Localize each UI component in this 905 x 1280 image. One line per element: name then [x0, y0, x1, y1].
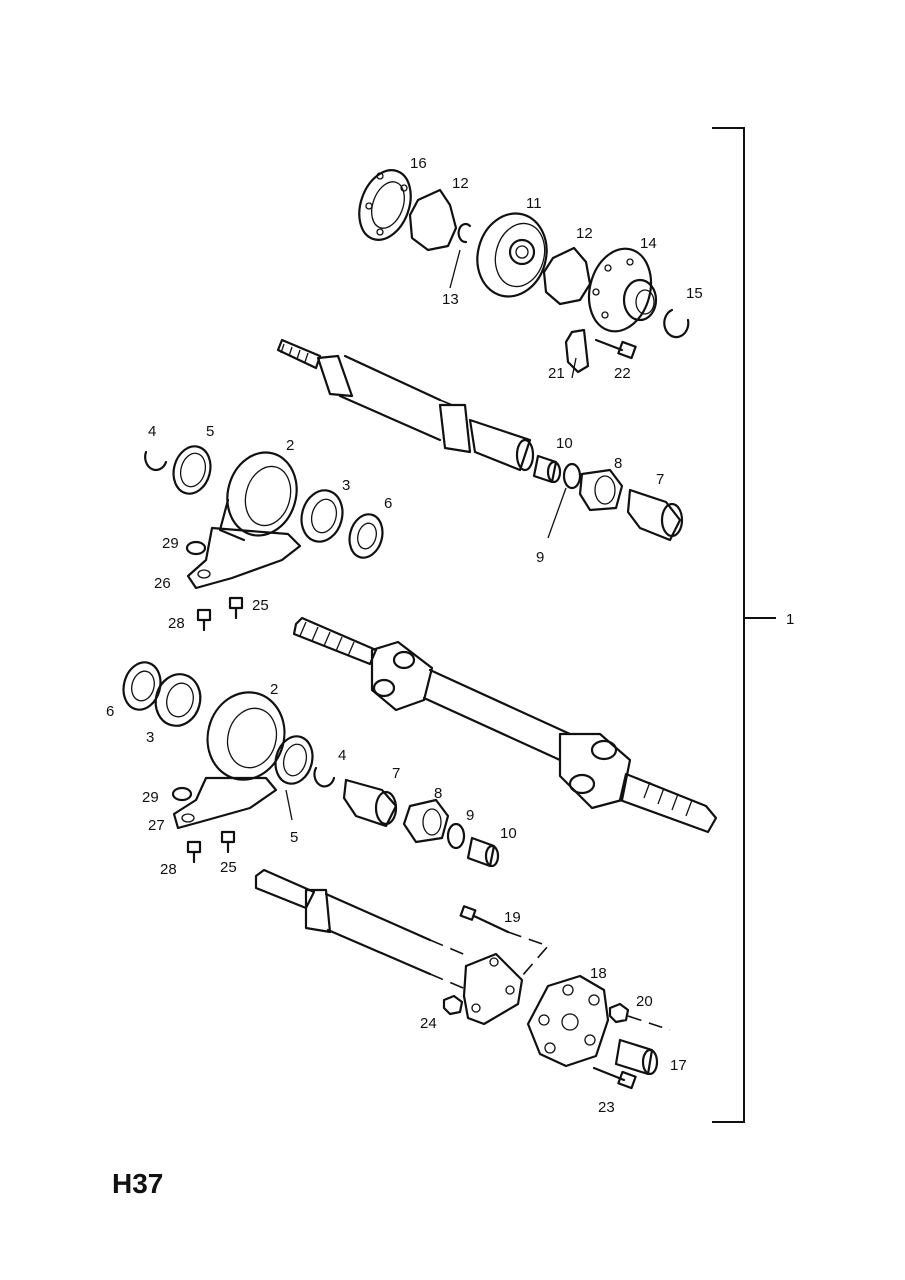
part-2-bearing-support-lower — [206, 691, 286, 781]
main-propeller-shaft — [292, 616, 718, 834]
callout-3: 3 — [342, 477, 350, 494]
callout-6: 6 — [106, 703, 114, 720]
part-28-bolt-lower — [186, 840, 202, 864]
callout-13: 13 — [442, 291, 459, 308]
part-5-dust-cover-lower — [274, 735, 314, 785]
part-19-bolt — [459, 905, 550, 977]
lower-shaft — [254, 868, 469, 991]
part-26-bracket-upper — [186, 526, 302, 590]
part-12-gasket-lower — [542, 246, 592, 306]
part-21-lock-plate — [564, 328, 590, 374]
part-10-needle-bearing-upper — [532, 454, 562, 484]
callout-2: 2 — [270, 681, 278, 698]
callout-21: 21 — [548, 365, 565, 382]
callout-25: 25 — [252, 597, 269, 614]
page-code: H37 — [112, 1168, 164, 1199]
callout-16: 16 — [410, 155, 427, 172]
part-23-bolt — [592, 1066, 637, 1090]
callout-2: 2 — [286, 437, 294, 454]
callout-17: 17 — [670, 1057, 687, 1074]
callout-20: 20 — [636, 993, 653, 1010]
part-5-dust-cover-upper — [172, 445, 212, 495]
callout-28: 28 — [160, 861, 177, 878]
part-8-housing-upper — [578, 468, 624, 512]
callout-22: 22 — [614, 365, 631, 382]
part-7-boot-upper — [626, 488, 684, 542]
callout-14: 14 — [640, 235, 657, 252]
callout-3: 3 — [146, 729, 154, 746]
part-14-flange-hub — [587, 247, 658, 333]
part-4-circlip-upper — [144, 450, 168, 472]
callout-23: 23 — [598, 1099, 615, 1116]
part-24-nut — [442, 994, 464, 1016]
callout-27: 27 — [148, 817, 165, 834]
part-9-seal-ring-lower — [446, 822, 466, 850]
callout-12: 12 — [452, 175, 469, 192]
part-22-bolt — [594, 338, 637, 360]
part-11-cv-joint — [476, 212, 548, 298]
part-29-washer-lower — [171, 786, 193, 802]
part-29-washer-upper — [185, 540, 207, 556]
part-3-ball-bearing-upper — [300, 489, 344, 543]
part-15-circlip — [663, 308, 690, 339]
callout-6: 6 — [384, 495, 392, 512]
part-3-ball-bearing-lower — [154, 673, 202, 727]
part-6-shim-lower — [122, 661, 162, 711]
callout-15: 15 — [686, 285, 703, 302]
part-2-bearing-support-upper — [218, 451, 298, 542]
part-25-bolt-upper — [228, 596, 244, 620]
callout-8: 8 — [614, 455, 622, 472]
callout-28: 28 — [168, 615, 185, 632]
part-27-bracket-lower — [172, 776, 278, 830]
callout-8: 8 — [434, 785, 442, 802]
callout-5: 5 — [206, 423, 214, 440]
callout-7: 7 — [392, 765, 400, 782]
callout-9: 9 — [536, 549, 544, 566]
callout-4: 4 — [338, 747, 346, 764]
callout-18: 18 — [590, 965, 607, 982]
part-flange-yoke — [462, 952, 524, 1026]
callout-29: 29 — [142, 789, 159, 806]
callout-10: 10 — [556, 435, 573, 452]
callout-9: 9 — [466, 807, 474, 824]
part-4-circlip-lower — [313, 766, 336, 788]
part-28-bolt-upper — [196, 608, 212, 632]
part-17-bushing — [614, 1038, 659, 1076]
callout-25: 25 — [220, 859, 237, 876]
callout-5: 5 — [290, 829, 298, 846]
callout-29: 29 — [162, 535, 179, 552]
part-10-needle-bearing-lower — [466, 836, 500, 868]
part-9-seal-ring-upper — [562, 462, 582, 490]
part-7-boot-lower — [342, 778, 398, 828]
callout-12: 12 — [576, 225, 593, 242]
part-6-shim-upper — [348, 513, 384, 559]
part-12-gasket-upper — [408, 188, 458, 252]
callout-10: 10 — [500, 825, 517, 842]
part-8-housing-lower — [402, 798, 450, 844]
part-13-circlip — [457, 222, 472, 244]
assembly-bracket — [712, 127, 776, 1123]
callout-11: 11 — [526, 195, 542, 212]
part-16-boot-flange — [358, 169, 412, 241]
part-20-nut — [608, 1002, 671, 1031]
callout-labels: 16 12 11 12 14 15 13 21 22 4 5 2 3 6 10 … — [106, 155, 794, 1116]
assembly-label: 1 — [786, 611, 794, 628]
callout-7: 7 — [656, 471, 664, 488]
callout-24: 24 — [420, 1015, 437, 1032]
callout-4: 4 — [148, 423, 156, 440]
upper-shaft — [276, 338, 535, 472]
part-25-bolt-lower — [220, 830, 236, 854]
part-18-flexible-disc — [526, 974, 610, 1068]
callout-19: 19 — [504, 909, 521, 926]
leader-lines — [285, 249, 577, 821]
callout-26: 26 — [154, 575, 171, 592]
